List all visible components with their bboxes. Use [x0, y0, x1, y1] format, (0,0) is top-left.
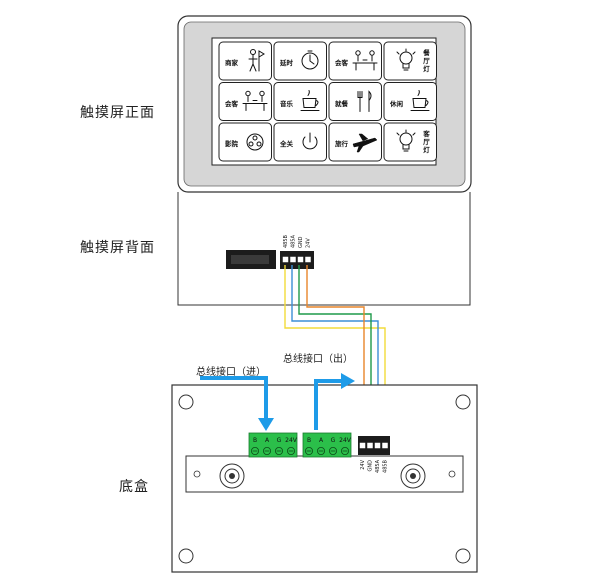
scene-button-8[interactable]	[383, 82, 437, 121]
scene-button-3[interactable]	[328, 41, 382, 81]
base-screw-left	[219, 463, 245, 489]
coffee-cup-icon	[410, 90, 430, 111]
bus-arrows	[200, 373, 355, 431]
light-bulb-icon	[396, 48, 416, 71]
terminal-pin-label: 24V	[285, 437, 298, 444]
scene-button-12[interactable]	[383, 122, 437, 162]
terminal-pin-label: A	[319, 437, 324, 444]
terminal-pin-label: G	[277, 437, 282, 444]
base-pin-label: 485A	[375, 459, 381, 473]
terminal-pin-label: B	[253, 437, 257, 444]
meeting-icon	[242, 90, 268, 111]
film-reel-icon	[246, 133, 264, 151]
scene-button-label: 会客	[335, 59, 348, 67]
base-pin-socket	[382, 442, 388, 449]
bus-out-arrow	[314, 379, 343, 430]
scene-button-label: 就餐	[335, 99, 348, 108]
back-pin-socket	[290, 256, 296, 263]
bus-out-arrowhead	[341, 373, 355, 389]
back-label: 触摸屏背面	[80, 240, 155, 256]
terminal-pin-label: B	[307, 437, 311, 444]
terminal-pin-label: A	[265, 437, 270, 444]
base-screw-right	[400, 463, 426, 489]
back-pin-socket	[305, 256, 311, 263]
bus-in-arrow	[200, 376, 268, 420]
scene-button-label: 全关	[280, 140, 293, 148]
airplane-icon	[352, 133, 378, 153]
meeting-icon	[352, 50, 378, 71]
base-connector	[358, 436, 390, 455]
base-pin-label: 24V	[360, 459, 366, 469]
scene-button-10[interactable]	[273, 122, 327, 162]
base-pin-socket	[359, 442, 366, 449]
person-with-flag-icon	[248, 49, 265, 72]
bus-wire	[291, 265, 379, 445]
back-pin-socket	[282, 256, 289, 263]
scene-button-label: 休闲	[390, 99, 403, 108]
back-pin-label: 24V	[306, 238, 312, 248]
bus-in-arrowhead	[258, 418, 274, 431]
back-pin-label: GND	[298, 236, 304, 248]
coffee-cup-icon	[300, 90, 320, 111]
touchscreen-back	[177, 192, 471, 306]
bus-wire	[306, 265, 365, 445]
light-bulb-icon	[396, 129, 416, 152]
base-pin-socket	[374, 442, 381, 449]
scene-button-label: 商家	[225, 59, 238, 67]
scene-button-grid	[218, 41, 437, 162]
scene-button-label: 会客	[225, 99, 238, 108]
scene-button-6[interactable]	[273, 82, 327, 121]
cutlery-icon	[357, 90, 372, 112]
base-pin-socket	[367, 442, 373, 449]
power-icon	[302, 132, 318, 150]
base-pin-label: GND	[368, 460, 374, 472]
back-pin-label: 485A	[291, 234, 297, 248]
bus-in-label: 总线接口（进）	[196, 367, 266, 378]
scene-button-label: 音乐	[280, 99, 293, 108]
scene-button-2[interactable]	[273, 41, 327, 81]
base-box	[171, 384, 478, 573]
scene-button-11[interactable]	[328, 122, 382, 162]
bus-out-label: 总线接口（出）	[283, 354, 353, 365]
timer-icon	[301, 50, 319, 70]
scene-button-9[interactable]	[218, 122, 272, 162]
terminal-pin-label: 24V	[339, 437, 352, 444]
scene-button-7[interactable]	[328, 82, 382, 121]
scene-button-5[interactable]	[218, 82, 272, 121]
base-label: 底盒	[119, 479, 149, 495]
scene-button-label: 餐厅灯	[423, 49, 430, 73]
scene-button-label: 影院	[225, 140, 238, 148]
scene-button-1[interactable]	[218, 41, 272, 81]
scene-button-label: 旅行	[335, 140, 348, 148]
bus-wire	[298, 265, 372, 445]
back-connector	[280, 251, 314, 269]
back-pin-label: 485B	[283, 234, 289, 248]
scene-button-label: 延时	[280, 59, 293, 67]
base-pin-label: 485B	[383, 459, 389, 473]
terminal-pin-label: G	[331, 437, 336, 444]
scene-button-label: 客厅灯	[423, 130, 430, 154]
scene-button-4[interactable]	[383, 41, 437, 81]
back-pin-socket	[297, 256, 304, 263]
front-label: 触摸屏正面	[80, 105, 155, 121]
